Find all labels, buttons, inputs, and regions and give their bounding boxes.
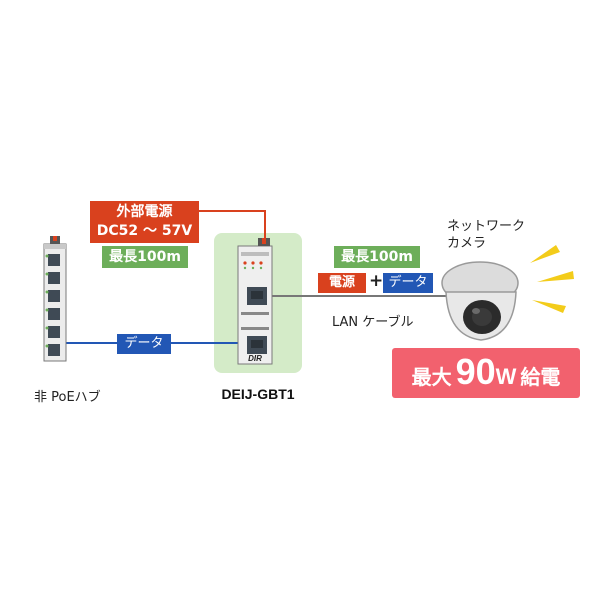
max-power-unit: W <box>495 364 517 389</box>
lan-cable-label: LAN ケーブル <box>332 315 414 330</box>
camera-icon <box>441 261 519 341</box>
hub-label: 非 PoEハブ <box>34 390 101 405</box>
plus-sign: + <box>369 271 384 291</box>
external-power-line1: 外部電源 <box>116 204 173 220</box>
camera-label: ネットワーク カメラ <box>447 218 525 252</box>
max-length-left: 最長100m <box>102 246 188 268</box>
external-power-label: 外部電源 DC52 ～ 57V <box>90 201 199 243</box>
max-power-suffix: 給電 <box>520 365 561 389</box>
camera-label-line1: ネットワーク <box>447 219 526 234</box>
signal-rays-icon <box>530 245 574 313</box>
camera-label-line2: カメラ <box>447 236 487 251</box>
data-label-left: データ <box>117 334 171 354</box>
max-power-badge: 最大 90 W 給電 <box>392 348 580 398</box>
device-logo: DIR <box>248 354 262 363</box>
device-label: DEIJ-GBT1 <box>221 386 295 402</box>
injector-device <box>237 238 273 365</box>
external-power-line2: DC52 ～ 57V <box>96 223 193 239</box>
max-length-right: 最長100m <box>334 246 420 268</box>
max-power-prefix: 最大 <box>411 365 452 389</box>
max-power-value: 90 <box>455 351 496 392</box>
data-tag-right: データ <box>383 273 433 293</box>
hub-device <box>43 236 67 362</box>
power-tag: 電源 <box>318 273 366 293</box>
power-cable <box>199 210 266 238</box>
